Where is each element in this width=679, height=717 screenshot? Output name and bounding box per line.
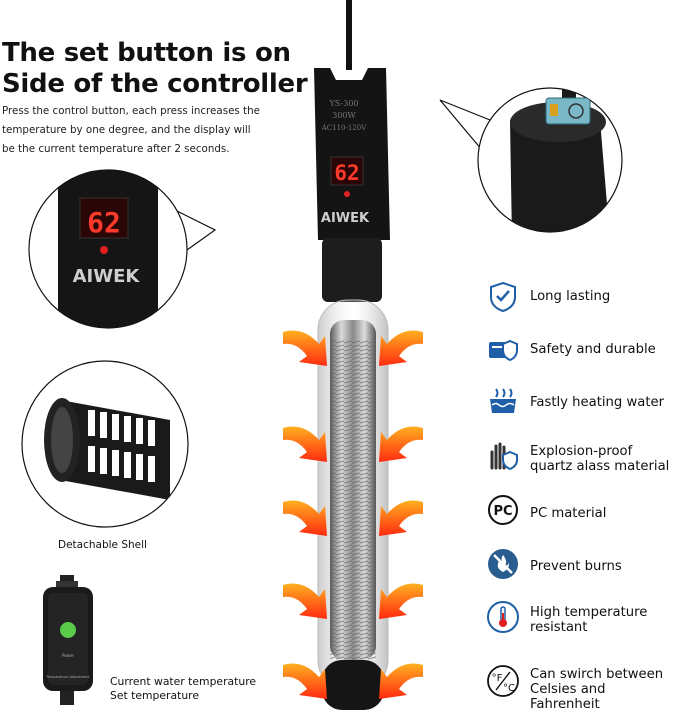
controller-caption-1: Current water temperature (110, 675, 257, 688)
feature-label-line2: quartz alass material (530, 459, 670, 474)
heating-water-icon (490, 388, 516, 413)
feature-label: Long lasting (530, 289, 611, 304)
thermometer-icon (487, 601, 519, 633)
controller-caption-2: Set temperature (110, 689, 200, 702)
headline: The set button is on Side of the control… (2, 38, 308, 100)
no-burn-icon (488, 549, 518, 579)
zoom-display-value: 62 (87, 206, 121, 239)
feature-label: Explosion-proof (530, 444, 633, 459)
celsius-fahrenheit-icon: °F °C (487, 665, 519, 697)
heater-model-text: YS-300 (328, 99, 358, 108)
zoom-shell-circle (21, 360, 189, 528)
feature-label: Prevent burns (530, 559, 622, 574)
feature-label: Safety and durable (530, 342, 656, 357)
zoom-controller-circle: 62 AIWEK (28, 169, 217, 329)
feature-label: Fastly heating water (530, 395, 665, 410)
hand-shield-icon (490, 442, 518, 471)
heater-display-value: 62 (334, 161, 359, 185)
feature-label-line2: Celsies and Fahrenheit (530, 682, 606, 712)
zoom-cap-circle (439, 87, 623, 233)
description: Press the control button, each press inc… (2, 105, 260, 155)
external-controller: Power Temperature Adjustment (40, 575, 96, 705)
feature-label: High temperature (530, 605, 648, 620)
headline-line1: The set button is on (2, 38, 291, 68)
shell-caption: Detachable Shell (58, 539, 147, 551)
heater-wattage-text: 300W (332, 111, 356, 120)
zoom-brand-text: AIWEK (73, 266, 141, 287)
controller-power-label: Power (61, 653, 75, 658)
heater-voltage-text: AC110-120V (321, 124, 367, 132)
svg-text:°F: °F (492, 673, 503, 684)
heater-brand-text: AIWEK (321, 211, 370, 226)
shield-hand-icon (490, 281, 516, 313)
feature-label: PC material (530, 506, 607, 521)
controller-adjust-label: Temperature Adjustment (46, 675, 90, 679)
feature-label: Can swirch between (530, 667, 664, 682)
svg-text:°C: °C (503, 683, 515, 694)
feature-label-line2: resistant (530, 620, 588, 635)
shield-card-icon (489, 339, 518, 362)
headline-line2: Side of the controller (2, 69, 308, 99)
pc-icon: PC (488, 495, 518, 525)
svg-text:PC: PC (493, 504, 512, 519)
controller-power-light (60, 622, 76, 638)
heater-head (314, 68, 390, 240)
heat-arrows (283, 330, 423, 699)
